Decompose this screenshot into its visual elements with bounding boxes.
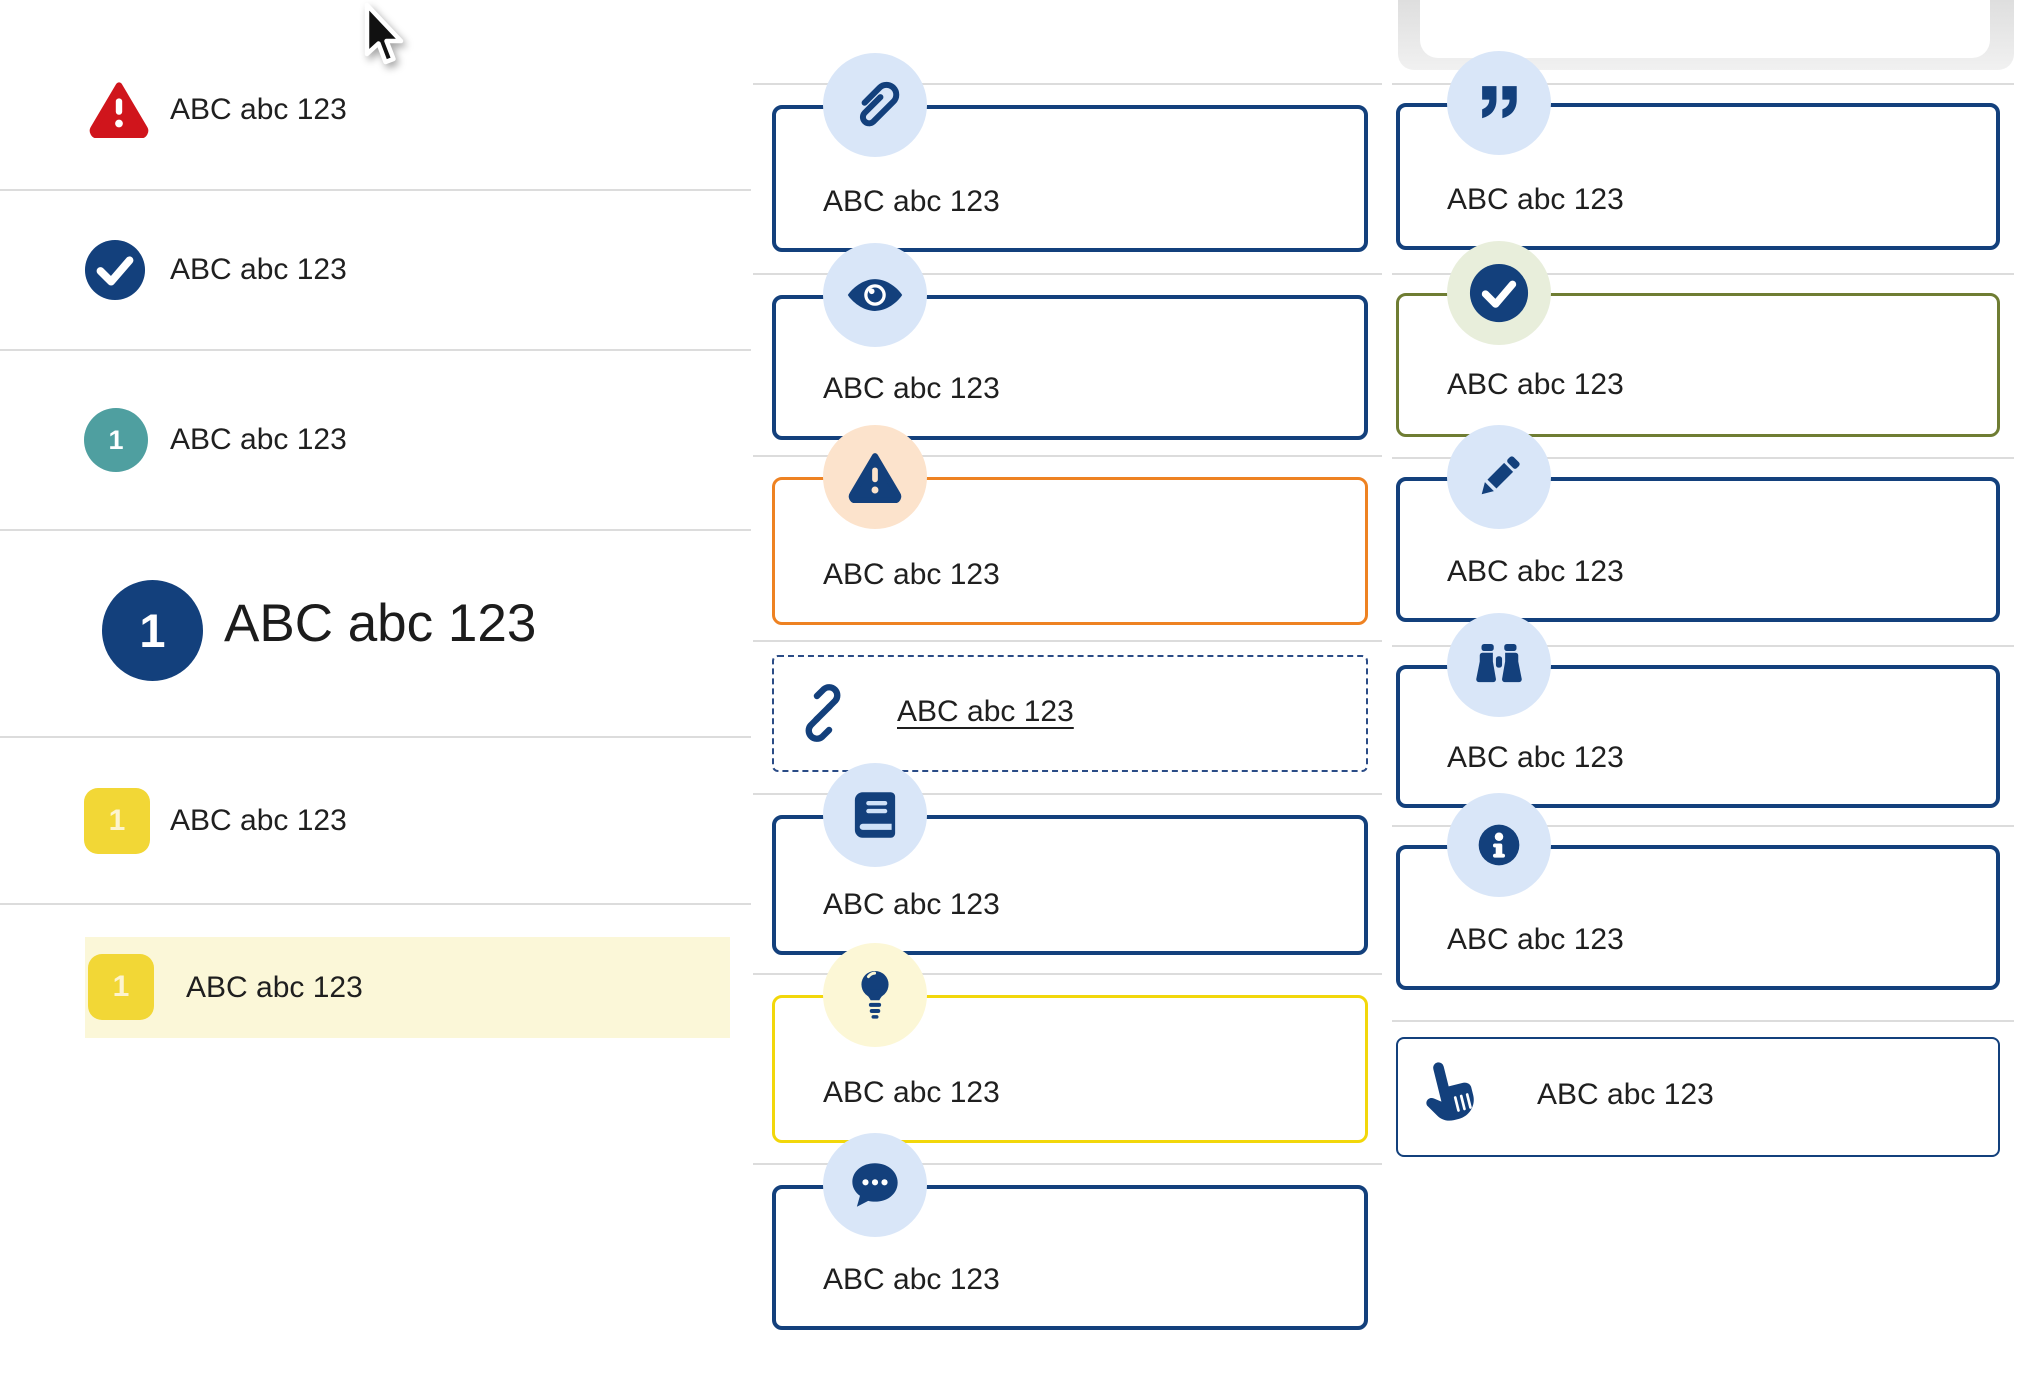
link-icon <box>794 684 852 742</box>
card-label: ABC abc 123 <box>1447 183 1624 216</box>
paperclip-icon <box>823 53 927 157</box>
badge-number: 1 <box>108 424 124 455</box>
card-label: ABC abc 123 <box>1447 368 1624 401</box>
card-label: ABC abc 123 <box>823 185 1000 218</box>
pencil-icon <box>1447 425 1551 529</box>
list-item-label: ABC abc 123 <box>170 253 347 286</box>
callout-card-warning <box>772 477 1368 625</box>
scrolled-element-inner <box>1420 0 1990 58</box>
right-divider <box>1392 83 2014 85</box>
number-badge-yellow: 1 <box>84 788 150 854</box>
alert-triangle-icon <box>823 425 927 529</box>
list-item-label[interactable]: ABC abc 123 <box>186 971 363 1004</box>
page-heading: ABC abc 123 <box>224 594 537 653</box>
middle-divider <box>753 793 1382 795</box>
info-icon <box>1447 793 1551 897</box>
badge-number: 1 <box>139 604 166 657</box>
middle-divider <box>753 973 1382 975</box>
middle-divider <box>753 455 1382 457</box>
mouse-cursor <box>360 2 408 70</box>
left-divider <box>0 349 751 351</box>
middle-divider <box>753 273 1382 275</box>
middle-divider <box>753 83 1382 85</box>
left-divider <box>0 736 751 738</box>
number-badge-navy-large: 1 <box>102 580 203 681</box>
card-label: ABC abc 123 <box>823 888 1000 921</box>
left-divider <box>0 189 751 191</box>
list-item-label: ABC abc 123 <box>170 93 347 126</box>
alert-triangle-icon <box>88 80 150 138</box>
list-item-label[interactable]: ABC abc 123 <box>170 804 347 837</box>
book-icon <box>823 763 927 867</box>
callout-card-link[interactable] <box>772 655 1368 772</box>
check-circle-icon <box>1447 241 1551 345</box>
card-label: ABC abc 123 <box>1447 741 1624 774</box>
card-label: ABC abc 123 <box>823 558 1000 591</box>
check-circle-icon <box>84 239 146 301</box>
badge-number: 1 <box>112 970 130 1003</box>
card-label: ABC abc 123 <box>823 372 1000 405</box>
left-divider <box>0 903 751 905</box>
card-label: ABC abc 123 <box>1447 555 1624 588</box>
card-label: ABC abc 123 <box>823 1076 1000 1109</box>
card-label: ABC abc 123 <box>1447 923 1624 956</box>
eye-icon <box>823 243 927 347</box>
number-badge-yellow: 1 <box>88 954 154 1020</box>
right-divider <box>1392 1020 2014 1022</box>
number-badge-teal: 1 <box>84 408 148 472</box>
card-label: ABC abc 123 <box>823 1263 1000 1296</box>
hand-pointer-icon <box>1415 1058 1481 1130</box>
middle-divider <box>753 640 1382 642</box>
action-card-label[interactable]: ABC abc 123 <box>1537 1078 1714 1111</box>
chat-icon <box>823 1133 927 1237</box>
right-divider <box>1392 645 2014 647</box>
left-divider <box>0 529 751 531</box>
binoculars-icon <box>1447 613 1551 717</box>
card-link-label[interactable]: ABC abc 123 <box>897 695 1074 728</box>
quote-icon <box>1447 51 1551 155</box>
middle-divider <box>753 1163 1382 1165</box>
right-divider <box>1392 457 2014 459</box>
right-divider <box>1392 273 2014 275</box>
list-item-label: ABC abc 123 <box>170 423 347 456</box>
right-divider <box>1392 825 2014 827</box>
list-item-highlighted[interactable] <box>85 937 730 1038</box>
badge-number: 1 <box>108 804 126 837</box>
action-card-click[interactable] <box>1396 1037 2000 1157</box>
lightbulb-icon <box>823 943 927 1047</box>
